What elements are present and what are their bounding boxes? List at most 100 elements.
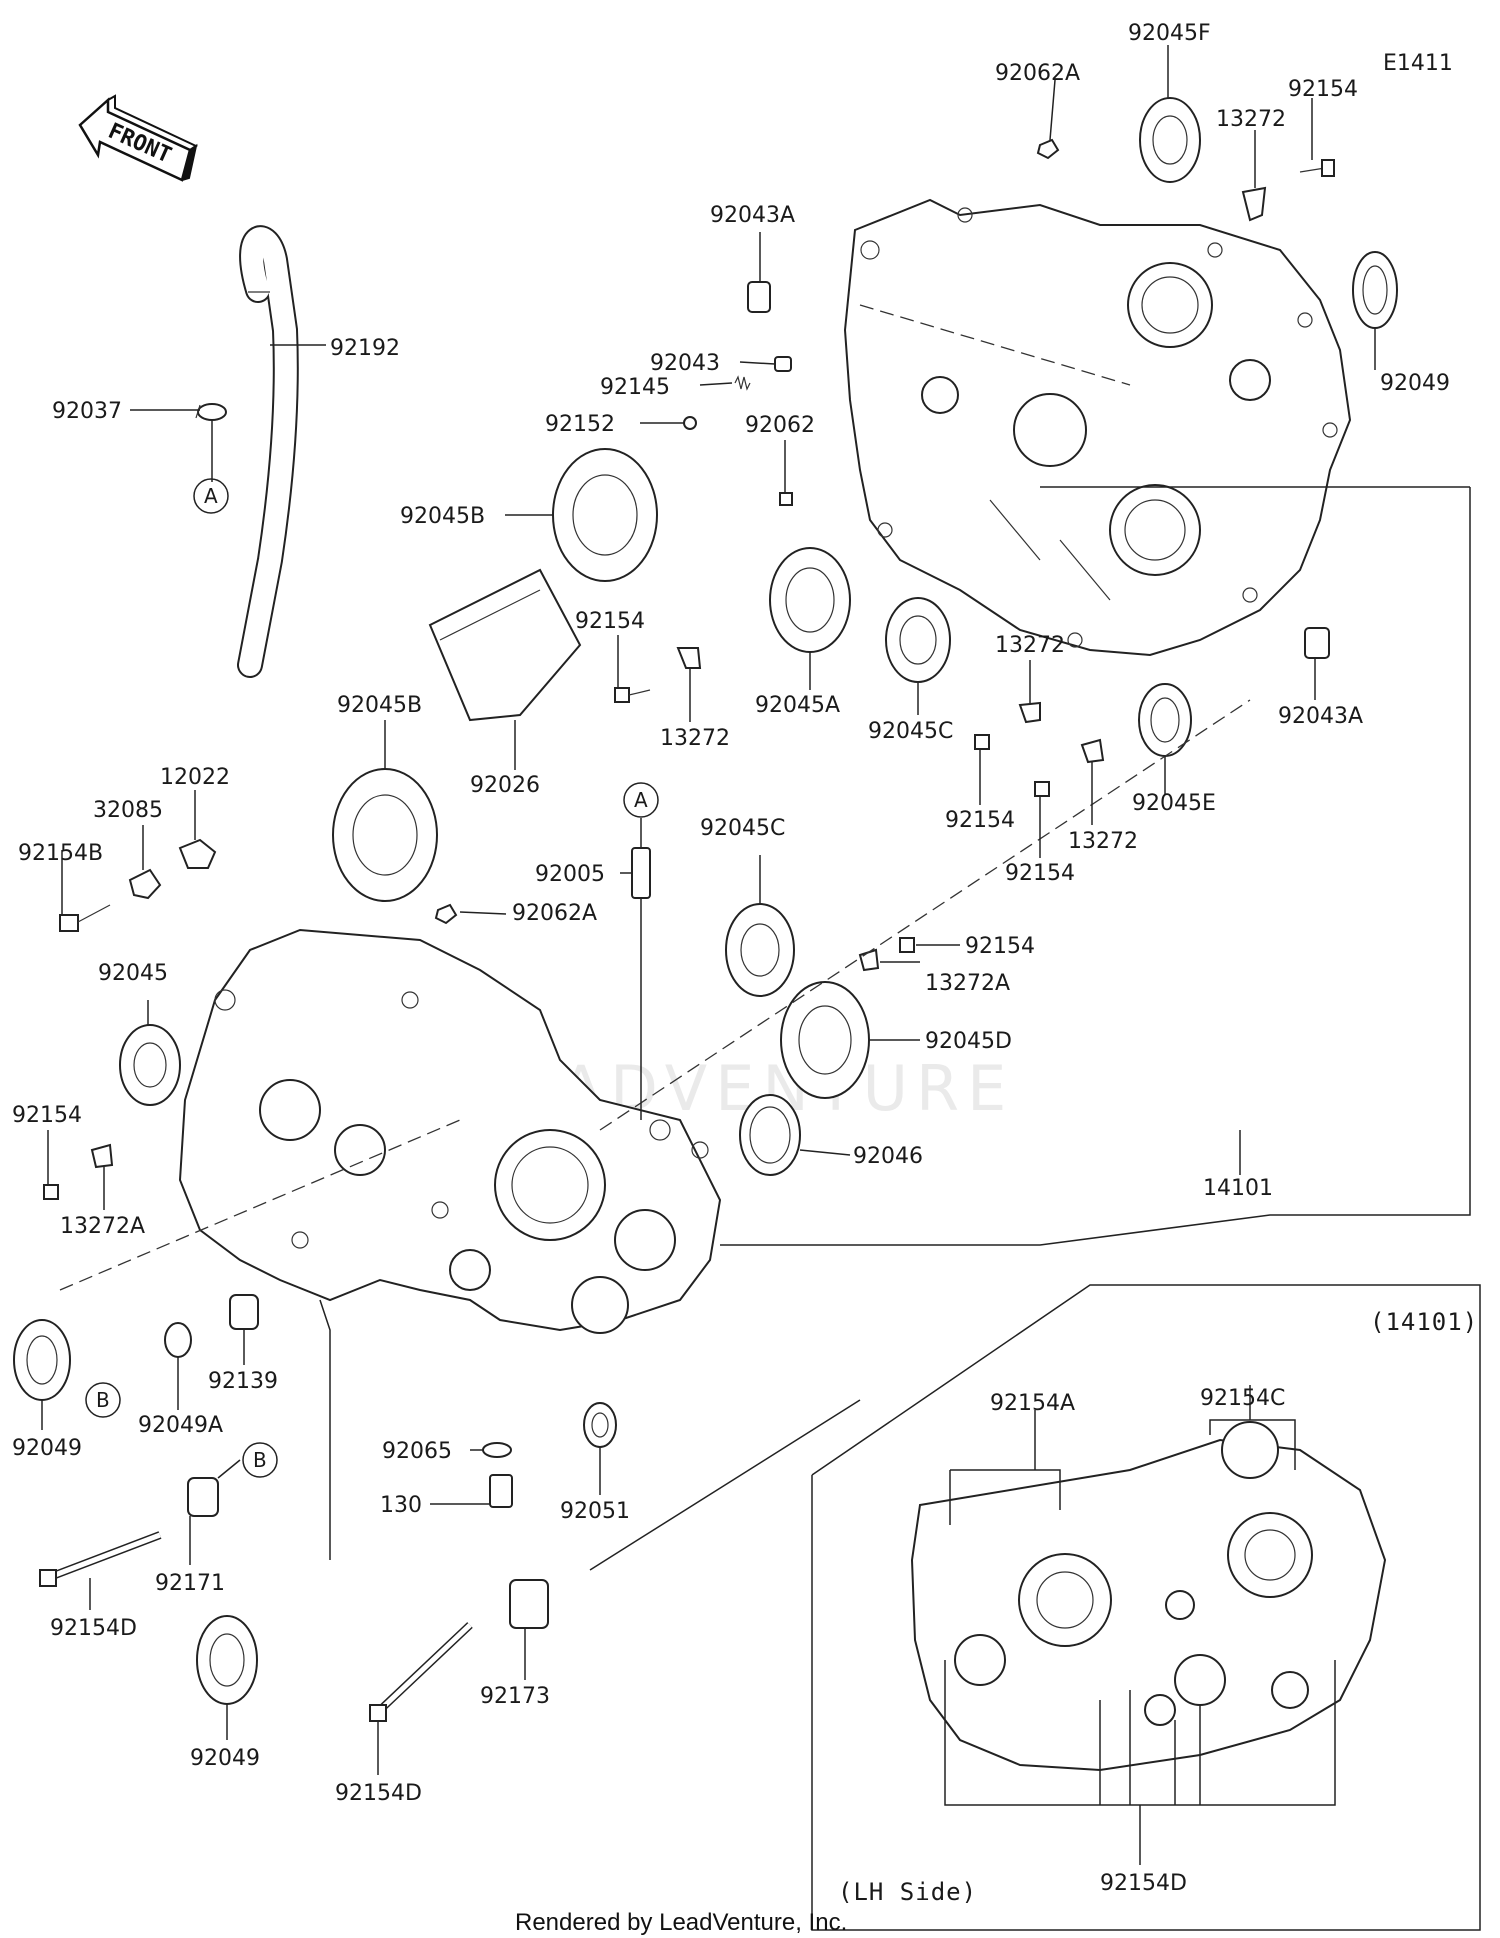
label-92045B-left: 92045B <box>337 693 422 718</box>
label-92154-rc: 92154 <box>965 934 1035 959</box>
bolt-92154-mid <box>614 687 651 703</box>
svg-text:B: B <box>253 1448 267 1472</box>
label-13272A-left: 13272A <box>60 1214 145 1239</box>
label-92045A: 92045A <box>755 693 840 718</box>
bearing-92045A <box>769 547 851 653</box>
ball-92152 <box>683 416 697 430</box>
label-92062A-mid: 92062A <box>512 901 597 926</box>
inset-side-label: (LH Side) <box>838 1878 977 1906</box>
svg-text:B: B <box>96 1388 110 1412</box>
seal-92045E <box>1138 683 1192 757</box>
label-13272A-right: 13272A <box>925 971 1010 996</box>
seal-92051 <box>583 1402 617 1448</box>
label-92045C-mid: 92045C <box>700 816 785 841</box>
label-13272-r1: 13272 <box>995 633 1065 658</box>
label-12022: 12022 <box>160 765 230 790</box>
plate-32085 <box>128 868 162 900</box>
seal-92049-left <box>13 1319 71 1401</box>
label-32085: 32085 <box>93 798 163 823</box>
label-92005: 92005 <box>535 862 605 887</box>
plate-13272A-right <box>858 948 880 972</box>
label-92045C-top: 92045C <box>868 719 953 744</box>
seal-92049A <box>164 1322 192 1358</box>
bolt-92154-rc <box>899 937 915 953</box>
inset-label-92154D: 92154D <box>1100 1871 1187 1896</box>
bearing-92045D <box>780 981 870 1099</box>
callout-b-bottom: B <box>242 1442 278 1478</box>
seal-92049-top <box>1352 251 1398 329</box>
svg-text:A: A <box>634 788 648 812</box>
plate-13272-r1 <box>1018 701 1041 724</box>
label-92173: 92173 <box>480 1684 550 1709</box>
label-92051: 92051 <box>560 1499 630 1524</box>
label-92154D-bottom: 92154D <box>335 1781 422 1806</box>
label-92154-mid: 92154 <box>575 609 645 634</box>
bolt-92154-left <box>43 1184 59 1200</box>
dowel-92043A-top <box>747 281 771 313</box>
hose-clip <box>195 403 227 421</box>
inset-label-92154A: 92154A <box>990 1391 1075 1416</box>
label-130: 130 <box>380 1493 422 1518</box>
bearing-92045C-top <box>885 597 951 683</box>
dowel-92043 <box>774 356 792 372</box>
plate-13272-top <box>1241 186 1267 222</box>
label-92154-top: 92154 <box>1288 77 1358 102</box>
bolt-92154B <box>59 904 111 932</box>
breather-hose <box>237 225 299 678</box>
diagram-code: E1411 <box>1383 51 1453 76</box>
crankcase-left-half <box>178 928 722 1334</box>
callout-a-mid: A <box>623 782 659 818</box>
plug-92062 <box>779 492 793 506</box>
seal-92049-bottom <box>196 1615 258 1705</box>
label-92062: 92062 <box>745 413 815 438</box>
bolt-92154D-left <box>39 1531 162 1587</box>
label-92043A-top: 92043A <box>710 203 795 228</box>
bearing-92045B-top <box>552 448 658 582</box>
label-92026: 92026 <box>470 773 540 798</box>
front-arrow-icon: FRONT <box>78 94 199 182</box>
footer-credit: Rendered by LeadVenture, Inc. <box>515 1909 847 1936</box>
dowel-92043A-right <box>1304 627 1330 659</box>
leader-lines <box>41 45 1471 1775</box>
label-92049-top-right: 92049 <box>1380 371 1450 396</box>
label-92043: 92043 <box>650 351 720 376</box>
label-92045F: 92045F <box>1128 21 1211 46</box>
fitting-92005 <box>631 847 651 899</box>
label-92154-left: 92154 <box>12 1103 82 1128</box>
bearing-92045 <box>119 1024 181 1106</box>
label-92043A-right: 92043A <box>1278 704 1363 729</box>
bearing-92045F <box>1139 97 1201 183</box>
callout-b-left: B <box>85 1382 121 1418</box>
label-13272-top: 13272 <box>1216 107 1286 132</box>
plate-13272-r2 <box>1080 738 1105 764</box>
label-92049-left: 92049 <box>12 1436 82 1461</box>
inset-label-92154C: 92154C <box>1200 1386 1285 1411</box>
bearing-92045B-left <box>332 768 438 902</box>
plug-92062A-mid <box>434 903 458 925</box>
inset-lh-side-view <box>811 1284 1481 1931</box>
label-92154-r1: 92154 <box>945 808 1015 833</box>
collar-92139 <box>229 1294 259 1330</box>
label-92154-r2: 92154 <box>1005 861 1075 886</box>
label-92045: 92045 <box>98 961 168 986</box>
label-92049-bottom: 92049 <box>190 1746 260 1771</box>
label-14101: 14101 <box>1203 1176 1273 1201</box>
label-92045D: 92045D <box>925 1029 1012 1054</box>
bolt-92154-r1 <box>974 734 990 750</box>
label-92154B: 92154B <box>18 841 103 866</box>
label-92062A-top: 92062A <box>995 61 1080 86</box>
label-92192: 92192 <box>330 336 400 361</box>
plate-12022 <box>178 838 217 869</box>
collar-92173 <box>509 1579 549 1629</box>
label-13272-mid: 13272 <box>660 726 730 751</box>
collar-92171 <box>187 1477 219 1517</box>
crankcase-right-half <box>843 198 1352 657</box>
label-92045B-top: 92045B <box>400 504 485 529</box>
label-92154D-left: 92154D <box>50 1616 137 1641</box>
inset-reference: (14101) <box>1370 1308 1478 1336</box>
plate-13272-mid <box>676 647 702 669</box>
label-92152: 92152 <box>545 412 615 437</box>
label-92046: 92046 <box>853 1144 923 1169</box>
chain-guide-92026 <box>428 568 582 722</box>
